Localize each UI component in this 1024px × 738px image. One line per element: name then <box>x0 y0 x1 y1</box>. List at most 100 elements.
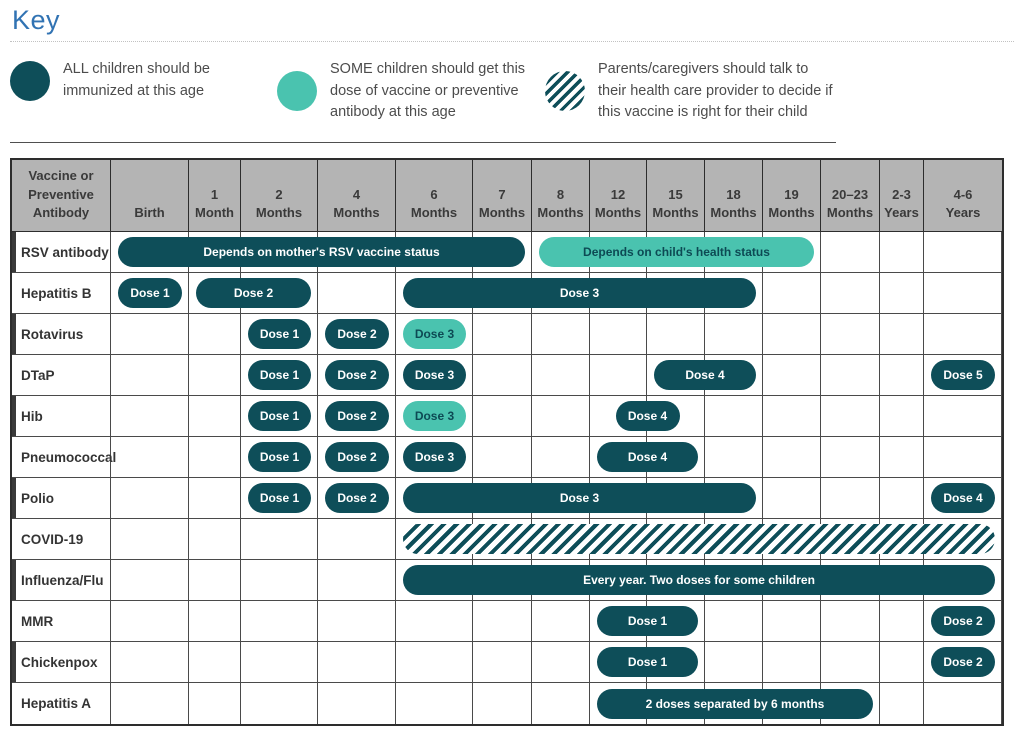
schedule-cell <box>821 232 880 272</box>
dose-pill: Dose 2 <box>325 401 389 431</box>
table-row: COVID-19 <box>12 519 1002 560</box>
schedule-cell <box>880 683 924 724</box>
schedule-cell <box>111 478 189 518</box>
schedule-cell <box>763 642 821 682</box>
schedule-cell <box>111 601 189 641</box>
schedule-cell <box>241 601 318 641</box>
schedule-cell <box>924 519 1002 559</box>
hatched-pill <box>403 524 995 554</box>
dose-pill: Depends on mother's RSV vaccine status <box>118 237 525 267</box>
row-label: COVID-19 <box>12 519 111 559</box>
schedule-cell <box>821 683 880 724</box>
schedule-cell <box>241 355 318 395</box>
schedule-cell <box>880 642 924 682</box>
dose-pill: Dose 5 <box>931 360 995 390</box>
dose-pill: Dose 3 <box>403 319 466 349</box>
schedule-cell <box>647 396 705 436</box>
title-divider <box>10 40 1014 42</box>
schedule-cell <box>318 683 396 724</box>
dose-pill: Dose 4 <box>615 401 680 431</box>
schedule-cell <box>189 560 241 600</box>
schedule-cell <box>763 355 821 395</box>
schedule-cell <box>318 519 396 559</box>
schedule-cell <box>821 601 880 641</box>
legend-item-all-children: ALL children should be immunized at this… <box>10 59 277 103</box>
schedule-cell <box>189 642 241 682</box>
schedule-cell <box>532 601 590 641</box>
dose-pill: Every year. Two doses for some children <box>403 565 995 595</box>
schedule-cell <box>924 601 1002 641</box>
legend-item-some-children: SOME children should get this dose of va… <box>277 59 545 124</box>
hatched-circle-icon <box>545 71 585 112</box>
schedule-cell <box>821 355 880 395</box>
legend-label: SOME children should get this dose of va… <box>330 60 526 121</box>
schedule-cell <box>111 560 189 600</box>
dose-pill: Dose 2 <box>325 483 389 513</box>
schedule-cell <box>241 642 318 682</box>
schedule-cell <box>318 314 396 354</box>
schedule-cell <box>111 642 189 682</box>
schedule-cell <box>318 355 396 395</box>
dose-pill: Dose 1 <box>248 442 311 472</box>
schedule-cell <box>821 314 880 354</box>
schedule-cell <box>189 478 241 518</box>
schedule-cell <box>189 396 241 436</box>
schedule-cell <box>189 683 241 724</box>
schedule-cell <box>705 396 763 436</box>
schedule-cell <box>880 478 924 518</box>
row-label: Pneumococcal <box>12 437 116 477</box>
dose-pill: Dose 1 <box>118 278 182 308</box>
schedule-cell <box>705 273 763 313</box>
schedule-cell <box>924 642 1002 682</box>
schedule-cell <box>532 437 590 477</box>
schedule-cell <box>111 314 189 354</box>
schedule-cell <box>241 314 318 354</box>
dose-pill: Dose 2 <box>931 647 995 677</box>
dose-pill: Dose 2 <box>931 606 995 636</box>
schedule-cell <box>396 355 473 395</box>
schedule-cell <box>705 437 763 477</box>
schedule-cell <box>473 396 532 436</box>
schedule-cell <box>241 683 318 724</box>
key-title: Key <box>12 5 61 35</box>
schedule-cell <box>821 273 880 313</box>
schedule-cell <box>396 642 473 682</box>
schedule-cell <box>189 601 241 641</box>
schedule-cell <box>318 437 396 477</box>
schedule-cell <box>318 642 396 682</box>
schedule-cell <box>590 355 647 395</box>
legend-label: Parents/caregivers should talk to their … <box>598 60 833 121</box>
schedule-cell <box>473 683 532 724</box>
legend-label: ALL children should be immunized at this… <box>63 60 210 99</box>
dose-pill: Dose 1 <box>597 647 698 677</box>
schedule-cell <box>763 601 821 641</box>
schedule-cell <box>880 396 924 436</box>
schedule-cell <box>396 437 473 477</box>
schedule-cell <box>590 314 647 354</box>
schedule-cell <box>111 355 189 395</box>
schedule-cell <box>473 314 532 354</box>
schedule-cell <box>924 314 1002 354</box>
schedule-cell <box>111 396 189 436</box>
dose-pill: Dose 2 <box>325 442 389 472</box>
schedule-cell <box>705 642 763 682</box>
dose-pill: Dose 2 <box>196 278 311 308</box>
row-label: MMR <box>12 601 111 641</box>
schedule-cell <box>924 273 1002 313</box>
schedule-cell <box>647 314 705 354</box>
